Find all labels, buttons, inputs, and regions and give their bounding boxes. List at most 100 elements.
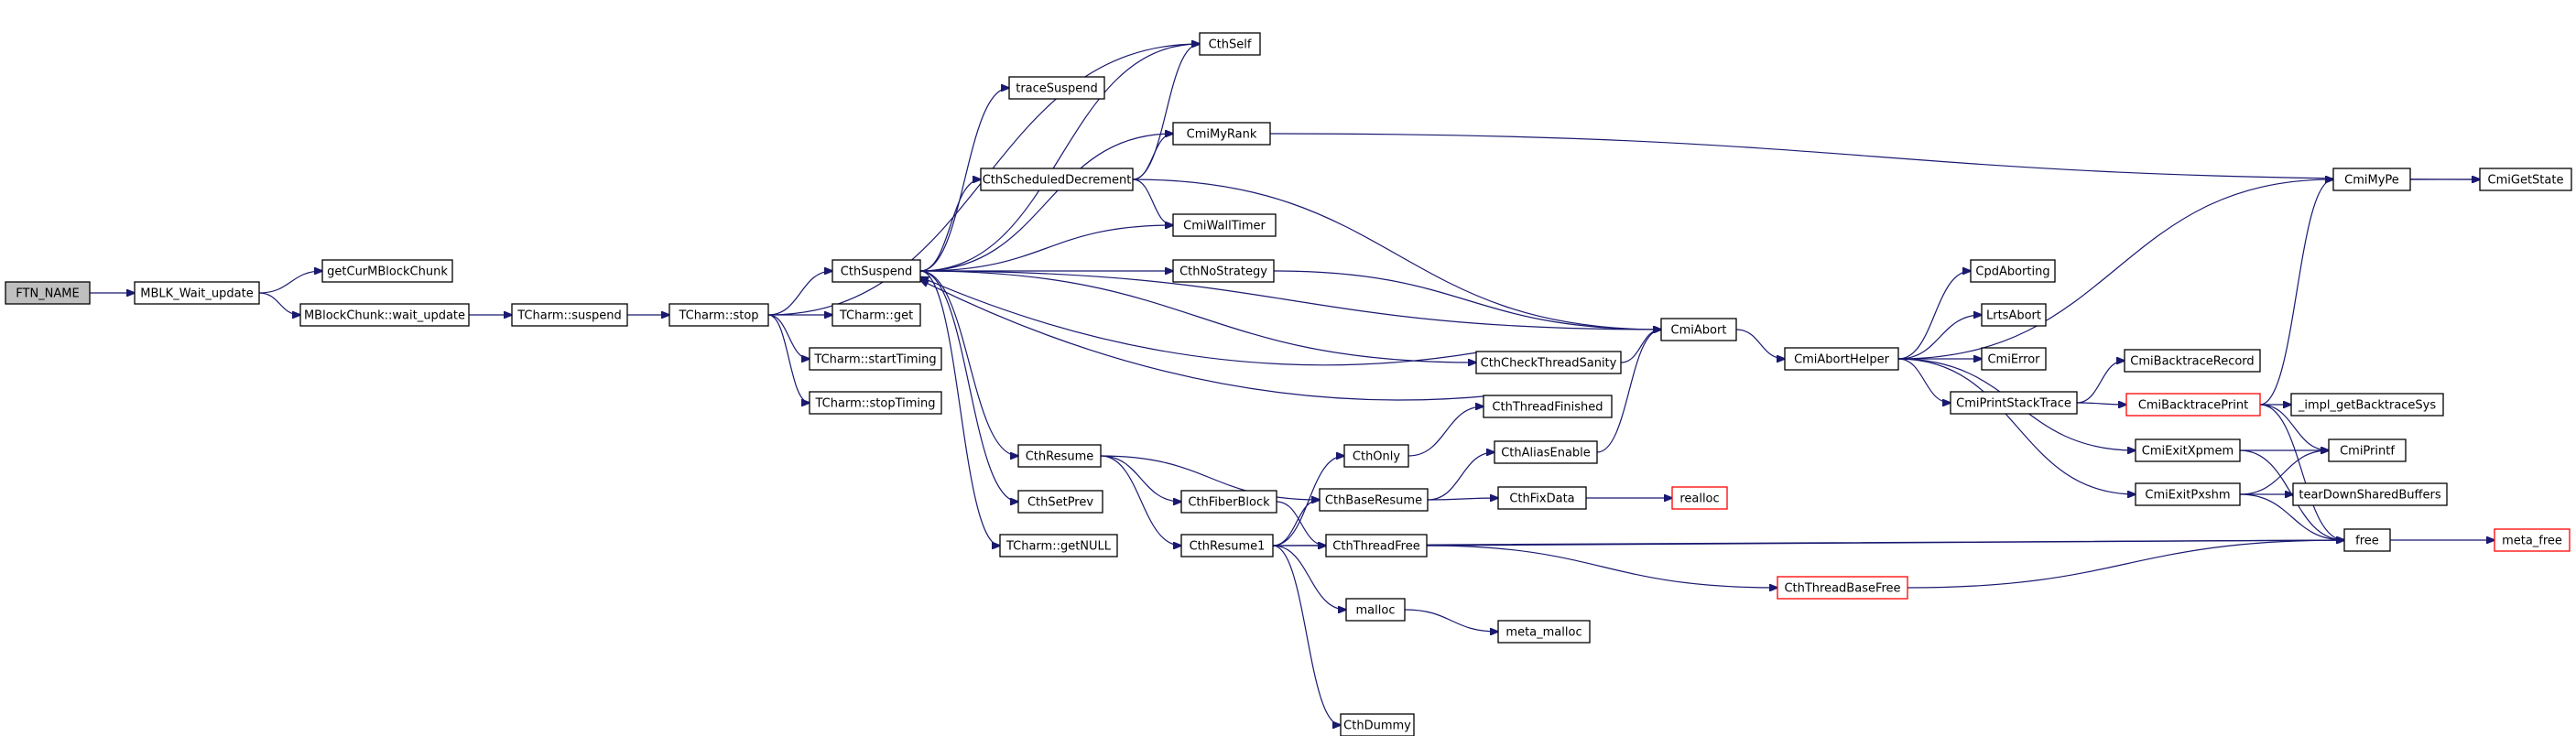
node-tcharm_getnull[interactable]: TCharm::getNULL xyxy=(999,534,1118,557)
edge-cthsuspend-to-tcharm_getnull xyxy=(919,270,1000,546)
node-box xyxy=(1970,259,2056,283)
node-cthsuspend[interactable]: CthSuspend xyxy=(831,259,921,283)
node-teardownsharedbuffers[interactable]: tearDownSharedBuffers xyxy=(2292,482,2448,506)
node-cmimyrank[interactable]: CmiMyRank xyxy=(1172,122,1271,146)
node-cmibacktracerecord[interactable]: CmiBacktraceRecord xyxy=(2124,349,2261,373)
node-cththreadbasefree[interactable]: CthThreadBaseFree xyxy=(1777,576,1908,600)
node-cpdaborting[interactable]: CpdAborting xyxy=(1970,259,2056,283)
node-ftn_name[interactable]: FTN_NAME xyxy=(5,281,91,305)
node-box xyxy=(1497,620,1591,644)
node-box xyxy=(980,168,1134,191)
node-tracesuspend[interactable]: traceSuspend xyxy=(1008,76,1105,100)
node-cththreadfinished[interactable]: CthThreadFinished xyxy=(1483,395,1613,418)
node-mblockchunk_wait_update[interactable]: MBlockChunk::wait_update xyxy=(299,303,470,327)
node-label: CmiMyPe xyxy=(2344,174,2399,188)
node-label: tearDownSharedBuffers xyxy=(2299,489,2440,503)
node-label: meta_free xyxy=(2502,535,2562,548)
node-label: CpdAborting xyxy=(1975,265,2049,279)
node-impl_getbacktracesys[interactable]: _impl_getBacktraceSys xyxy=(2290,393,2444,417)
edge-cthscheduleddecrement-to-cmiwalltimer xyxy=(1132,179,1173,225)
node-realloc[interactable]: realloc xyxy=(1671,486,1728,510)
node-cthsetprev[interactable]: CthSetPrev xyxy=(1017,490,1103,514)
node-lrtsabort[interactable]: LrtsAbort xyxy=(1981,303,2047,327)
node-label: CmiWallTimer xyxy=(1183,220,1266,233)
node-label: LrtsAbort xyxy=(1986,309,2041,323)
node-box xyxy=(1008,76,1105,100)
node-cmiexitxpmem[interactable]: CmiExitXpmem xyxy=(2135,438,2241,462)
node-box xyxy=(1784,347,1899,371)
node-cthdummy[interactable]: CthDummy xyxy=(1340,713,1415,736)
node-label: TCharm::stop xyxy=(678,309,758,323)
edge-cthsuspend-to-tracesuspend xyxy=(919,88,1009,272)
node-cthonly[interactable]: CthOnly xyxy=(1343,444,1409,468)
edge-cthscheduleddecrement-to-cmimyrank xyxy=(1132,134,1173,180)
node-label: CthAliasEnable xyxy=(1501,447,1591,460)
node-label: MBLK_Wait_update xyxy=(140,287,253,301)
node-box xyxy=(809,391,942,415)
node-cmibacktraceprint[interactable]: CmiBacktracePrint xyxy=(2125,393,2261,417)
node-label: CmiBacktraceRecord xyxy=(2130,355,2254,369)
node-cthresume1[interactable]: CthResume1 xyxy=(1180,534,1274,557)
edge-cthresume-to-cthbaseresume xyxy=(1100,455,1320,500)
node-tcharm_stoptiming[interactable]: TCharm::stopTiming xyxy=(809,391,942,415)
edge-cthsuspend-to-cthself xyxy=(919,44,1200,272)
edge-cmiaborthelper-to-lrtsabort xyxy=(1897,315,1982,360)
node-malloc[interactable]: malloc xyxy=(1345,598,1406,622)
node-cthnostrategy[interactable]: CthNoStrategy xyxy=(1172,259,1275,283)
node-cthcheckthreadsanity[interactable]: CthCheckThreadSanity xyxy=(1475,351,1622,374)
edge-cmimyrank-to-cmigetstate xyxy=(1269,133,2480,179)
node-box xyxy=(1475,351,1622,374)
node-cthbaseresume[interactable]: CthBaseResume xyxy=(1319,488,1429,512)
node-label: CmiMyRank xyxy=(1187,128,1257,142)
node-tcharm_suspend[interactable]: TCharm::suspend xyxy=(511,303,628,327)
node-cmimype[interactable]: CmiMyPe xyxy=(2332,168,2411,191)
node-box xyxy=(2343,528,2391,552)
node-box xyxy=(1981,347,2047,371)
node-cmigetstate[interactable]: CmiGetState xyxy=(2479,168,2572,191)
node-box xyxy=(1950,391,2078,415)
edge-cthscheduleddecrement-to-cmiabort xyxy=(1132,179,1661,330)
edge-cthsuspend-to-cthcheckthreadsanity xyxy=(919,270,1476,363)
edge-cthaliasenable-to-cmiabort xyxy=(1596,330,1661,453)
node-cthresume[interactable]: CthResume xyxy=(1017,444,1102,468)
node-cmiaborthelper[interactable]: CmiAbortHelper xyxy=(1784,347,1899,371)
node-cmiabort[interactable]: CmiAbort xyxy=(1660,318,1737,341)
node-box xyxy=(1981,303,2047,327)
node-tcharm_get[interactable]: TCharm::get xyxy=(831,303,921,327)
node-label: TCharm::startTiming xyxy=(813,353,936,367)
edge-cmiprintstacktrace-to-cmibacktraceprint xyxy=(2076,403,2126,405)
edge-cthfiberblock-to-cththreadfree xyxy=(1276,501,1326,546)
node-box xyxy=(2124,349,2261,373)
edge-mblk_wait_update-to-mblockchunk_wait_update xyxy=(258,292,300,315)
node-box xyxy=(2125,393,2261,417)
node-cmiwalltimer[interactable]: CmiWallTimer xyxy=(1172,213,1277,237)
node-cmiprintstacktrace[interactable]: CmiPrintStackTrace xyxy=(1950,391,2078,415)
edge-cthsuspend-to-cthsetprev xyxy=(919,270,1018,502)
node-box xyxy=(299,303,470,327)
node-cthself[interactable]: CthSelf xyxy=(1199,32,1261,56)
node-cmiprintf[interactable]: CmiPrintf xyxy=(2328,438,2407,462)
node-tcharm_starttiming[interactable]: TCharm::startTiming xyxy=(809,347,942,371)
node-label: CthThreadFinished xyxy=(1492,401,1603,415)
node-tcharm_stop[interactable]: TCharm::stop xyxy=(668,303,769,327)
node-box xyxy=(1343,444,1409,468)
node-box xyxy=(1319,488,1429,512)
node-cththreadfree[interactable]: CthThreadFree xyxy=(1325,534,1428,557)
node-cmiexitpxshm[interactable]: CmiExitPxshm xyxy=(2135,482,2241,506)
node-box xyxy=(1180,534,1274,557)
node-cthfixdata[interactable]: CthFixData xyxy=(1497,486,1587,510)
node-meta_free[interactable]: meta_free xyxy=(2494,528,2571,552)
node-label: CmiPrintf xyxy=(2340,445,2395,459)
node-meta_malloc[interactable]: meta_malloc xyxy=(1497,620,1591,644)
edge-cthcheckthreadsanity-to-cthsuspend xyxy=(920,277,1477,366)
node-cthaliasenable[interactable]: CthAliasEnable xyxy=(1494,440,1598,464)
node-cthscheduleddecrement[interactable]: CthScheduledDecrement xyxy=(980,168,1134,191)
node-mblk_wait_update[interactable]: MBLK_Wait_update xyxy=(134,281,260,305)
edge-cthnostrategy-to-cmiabort xyxy=(1273,270,1661,330)
edge-cmiaborthelper-to-cmimype xyxy=(1897,179,2333,360)
node-cthfiberblock[interactable]: CthFiberBlock xyxy=(1180,490,1277,514)
node-getcurmblockchunk[interactable]: getCurMBlockChunk xyxy=(321,259,453,283)
node-cmierror[interactable]: CmiError xyxy=(1981,347,2047,371)
node-free[interactable]: free xyxy=(2343,528,2391,552)
